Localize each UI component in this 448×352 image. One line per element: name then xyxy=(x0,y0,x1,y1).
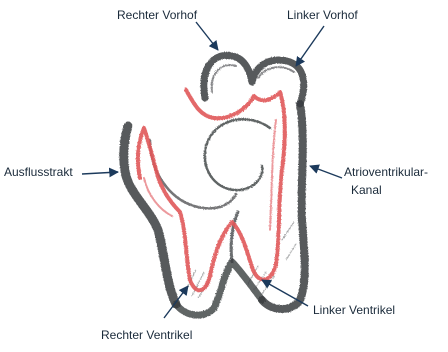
arrow-ausflusstrakt xyxy=(82,172,118,174)
label-atrioventrikular-kanal-line2: Kanal xyxy=(351,183,382,197)
arrow-atrioventrikular-kanal xyxy=(310,166,342,178)
arrow-linker-vorhof xyxy=(296,26,324,66)
arrow-rechter-vorhof xyxy=(196,22,218,50)
label-ausflusstrakt: Ausflusstrakt xyxy=(4,165,73,179)
label-linker-ventrikel: Linker Ventrikel xyxy=(313,303,395,317)
label-rechter-ventrikel: Rechter Ventrikel xyxy=(101,328,192,342)
label-rechter-vorhof: Rechter Vorhof xyxy=(117,8,197,22)
label-linker-vorhof: Linker Vorhof xyxy=(287,8,358,22)
label-atrioventrikular-kanal-line1: Atrioventrikular- xyxy=(344,165,428,179)
